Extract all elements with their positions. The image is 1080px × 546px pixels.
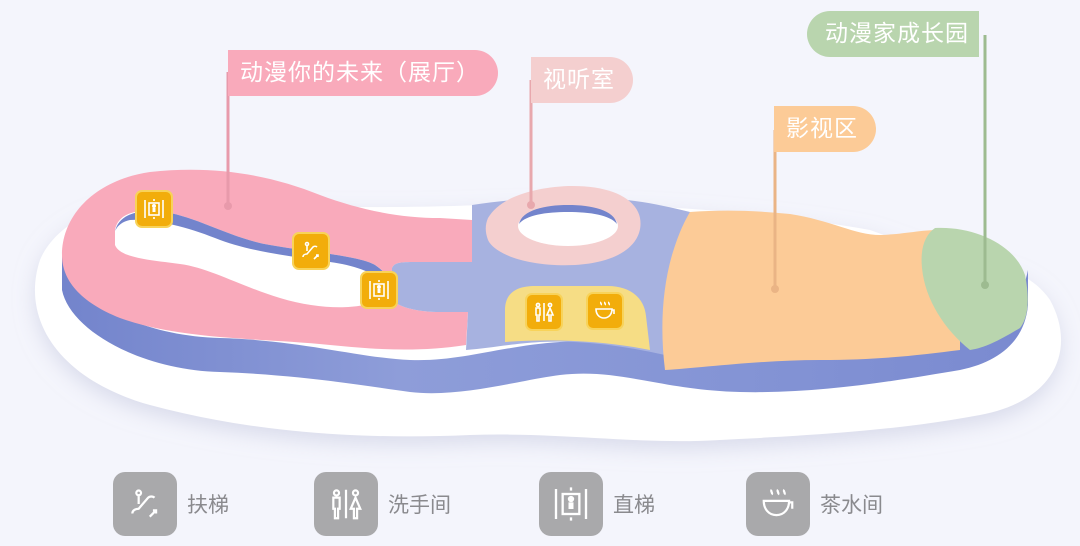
legend-elevator: 直梯 [539, 472, 655, 536]
legend-tea-room: 茶水间 [746, 472, 883, 536]
legend-restroom: 洗手间 [314, 472, 451, 536]
map-pin-tea-room[interactable] [586, 292, 624, 330]
legend-label: 茶水间 [820, 493, 883, 517]
legend-tea-room-icon-box [746, 472, 810, 536]
map-pin-elevator[interactable] [360, 271, 398, 309]
void-atrium [115, 210, 389, 308]
restroom-icon [535, 302, 555, 322]
legend-restroom-icon-box [314, 472, 378, 536]
restroom-icon [332, 489, 362, 520]
tea-cup-icon [595, 301, 615, 319]
legend-label: 直梯 [613, 493, 655, 517]
elevator-icon [554, 487, 588, 521]
label-audio-visual-room[interactable]: 视听室 [531, 57, 633, 103]
label-exhibition[interactable]: 动漫你的未来（展厅） [228, 50, 498, 96]
escalator-icon [302, 241, 319, 260]
legend-elevator-icon-box [539, 472, 603, 536]
void-av-edge [519, 205, 617, 224]
label-growth-park[interactable]: 动漫家成长园 [807, 11, 979, 57]
zone-film-area[interactable] [662, 210, 960, 370]
zone-growth-park[interactable] [921, 227, 1028, 350]
elevator-icon [369, 280, 389, 300]
legend-escalator: 扶梯 [113, 472, 229, 536]
legend-escalator-icon-box [113, 472, 177, 536]
map-pin-elevator[interactable] [135, 190, 173, 228]
legend-label: 洗手间 [388, 493, 451, 517]
map-pin-restroom[interactable] [525, 293, 563, 331]
map-pin-escalator[interactable] [292, 232, 330, 270]
elevator-icon [144, 199, 164, 219]
legend-label: 扶梯 [187, 493, 229, 517]
escalator-icon [131, 489, 158, 518]
label-film-area[interactable]: 影视区 [774, 106, 876, 152]
tea-cup-icon [762, 488, 794, 517]
void-av [518, 206, 618, 246]
